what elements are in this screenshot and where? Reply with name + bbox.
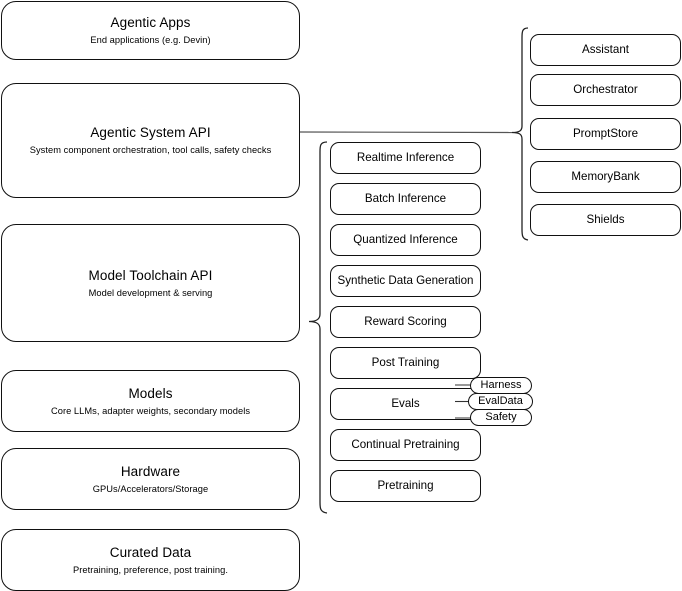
layer-models[interactable]: Models Core LLMs, adapter weights, secon… xyxy=(1,370,300,432)
layer-title: Agentic Apps xyxy=(110,15,191,30)
layer-curated-data[interactable]: Curated Data Pretraining, preference, po… xyxy=(1,529,300,591)
system-item-label: Assistant xyxy=(581,43,630,56)
toolchain-item-label: Batch Inference xyxy=(364,192,447,205)
toolchain-item-label: Evals xyxy=(391,397,420,410)
layer-hardware[interactable]: Hardware GPUs/Accelerators/Storage xyxy=(1,448,300,510)
toolchain-item-label: Continual Pretraining xyxy=(351,438,460,451)
toolchain-item-label: Quantized Inference xyxy=(353,233,458,246)
system-item-memorybank[interactable]: MemoryBank xyxy=(530,161,681,193)
layer-subtitle: GPUs/Accelerators/Storage xyxy=(92,483,209,494)
toolchain-item-label: Post Training xyxy=(371,356,440,369)
toolchain-item-label: Pretraining xyxy=(377,479,434,492)
system-item-promptstore[interactable]: PromptStore xyxy=(530,118,681,150)
layer-subtitle: End applications (e.g. Devin) xyxy=(90,35,211,45)
toolchain-item-post-training[interactable]: Post Training xyxy=(330,347,481,379)
brace-toolchain-components xyxy=(308,141,328,514)
layer-subtitle: System component orchestration, tool cal… xyxy=(29,145,272,155)
layer-agentic-apps[interactable]: Agentic Apps End applications (e.g. Devi… xyxy=(1,1,300,60)
toolchain-item-pretraining[interactable]: Pretraining xyxy=(330,470,481,502)
toolchain-item-continual-pretraining[interactable]: Continual Pretraining xyxy=(330,429,481,461)
toolchain-item-label: Synthetic Data Generation xyxy=(337,274,474,287)
eval-subcomponent-label: EvalData xyxy=(478,395,523,407)
eval-subcomponent-label: Safety xyxy=(485,411,517,423)
toolchain-item-quantized-inference[interactable]: Quantized Inference xyxy=(330,224,481,256)
layer-model-toolchain-api[interactable]: Model Toolchain API Model development & … xyxy=(1,224,300,342)
system-item-orchestrator[interactable]: Orchestrator xyxy=(530,74,681,106)
layer-title: Agentic System API xyxy=(90,125,211,140)
eval-subcomponent-evaldata[interactable]: EvalData xyxy=(468,393,533,410)
brace-system-components xyxy=(511,27,529,241)
layer-agentic-system-api[interactable]: Agentic System API System component orch… xyxy=(1,83,300,198)
toolchain-item-label: Reward Scoring xyxy=(364,315,447,328)
eval-subcomponent-safety[interactable]: Safety xyxy=(470,409,532,426)
layer-subtitle: Core LLMs, adapter weights, secondary mo… xyxy=(50,405,251,416)
toolchain-item-realtime-inference[interactable]: Realtime Inference xyxy=(330,142,481,174)
layer-subtitle: Pretraining, preference, post training. xyxy=(73,564,228,575)
system-item-label: Orchestrator xyxy=(573,83,638,96)
layer-title: Curated Data xyxy=(109,544,192,560)
layer-subtitle: Model development & serving xyxy=(88,287,213,298)
system-item-label: MemoryBank xyxy=(571,170,640,183)
system-item-label: PromptStore xyxy=(572,127,639,140)
connector-agentic-system-line xyxy=(299,131,513,134)
toolchain-item-reward-scoring[interactable]: Reward Scoring xyxy=(330,306,481,338)
system-item-label: Shields xyxy=(586,213,625,226)
toolchain-item-evals[interactable]: Evals xyxy=(330,388,481,420)
system-item-assistant[interactable]: Assistant xyxy=(530,34,681,66)
toolchain-item-synthetic-data-generation[interactable]: Synthetic Data Generation xyxy=(330,265,481,297)
system-item-shields[interactable]: Shields xyxy=(530,204,681,236)
layer-title: Hardware xyxy=(120,463,181,479)
layer-title: Models xyxy=(128,385,173,401)
layer-title: Model Toolchain API xyxy=(88,267,213,283)
toolchain-item-label: Realtime Inference xyxy=(356,151,455,164)
eval-subcomponent-harness[interactable]: Harness xyxy=(470,377,532,394)
eval-subcomponent-label: Harness xyxy=(480,379,522,391)
toolchain-item-batch-inference[interactable]: Batch Inference xyxy=(330,183,481,215)
